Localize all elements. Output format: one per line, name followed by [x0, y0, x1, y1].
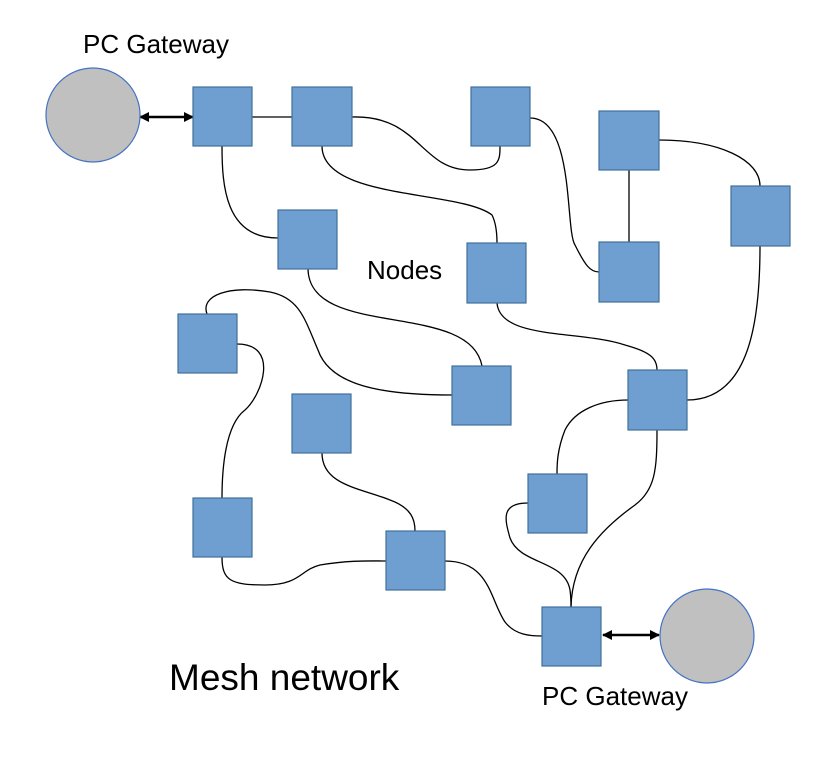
link-n5-n13	[686, 245, 761, 401]
node-n4	[598, 110, 660, 171]
node-n14	[385, 530, 446, 591]
node-n17	[541, 606, 602, 667]
link-n4-n5	[658, 139, 761, 187]
diagram-title: Mesh network	[169, 657, 400, 698]
link-n15-n17	[505, 502, 572, 608]
node-n5	[730, 185, 791, 247]
gateway-bottom	[659, 588, 755, 684]
gateway-top-label: PC Gateway	[83, 29, 229, 59]
link-n9-n12	[221, 343, 265, 499]
node-n2	[291, 86, 353, 147]
link-n1-n7	[221, 145, 279, 239]
node-n8	[466, 242, 527, 304]
link-n2-n8	[321, 145, 498, 244]
node-n1	[192, 86, 253, 147]
links	[205, 116, 761, 637]
link-n9-n10	[205, 289, 453, 396]
link-n14-n17	[444, 560, 543, 637]
node-n15	[527, 473, 588, 534]
node-n10	[451, 365, 512, 426]
link-n7-n10	[307, 267, 483, 367]
node-n3	[470, 86, 531, 147]
link-n2-n3	[351, 116, 501, 171]
nodes	[177, 86, 791, 667]
node-n9	[177, 313, 238, 374]
link-n11-n14	[321, 452, 416, 532]
gateway-top	[45, 67, 141, 163]
node-n13	[627, 369, 688, 431]
link-n13-n15	[556, 399, 629, 475]
node-n7	[277, 209, 338, 270]
link-n8-n13	[496, 302, 658, 371]
link-n13-n17	[570, 429, 658, 608]
node-n6	[598, 241, 660, 303]
node-n12	[192, 497, 253, 558]
nodes-label: Nodes	[367, 255, 442, 285]
link-n12-n14	[221, 556, 387, 586]
node-n11	[291, 393, 352, 454]
link-n3-n6	[529, 117, 600, 273]
gateway-bottom-label: PC Gateway	[542, 681, 688, 711]
